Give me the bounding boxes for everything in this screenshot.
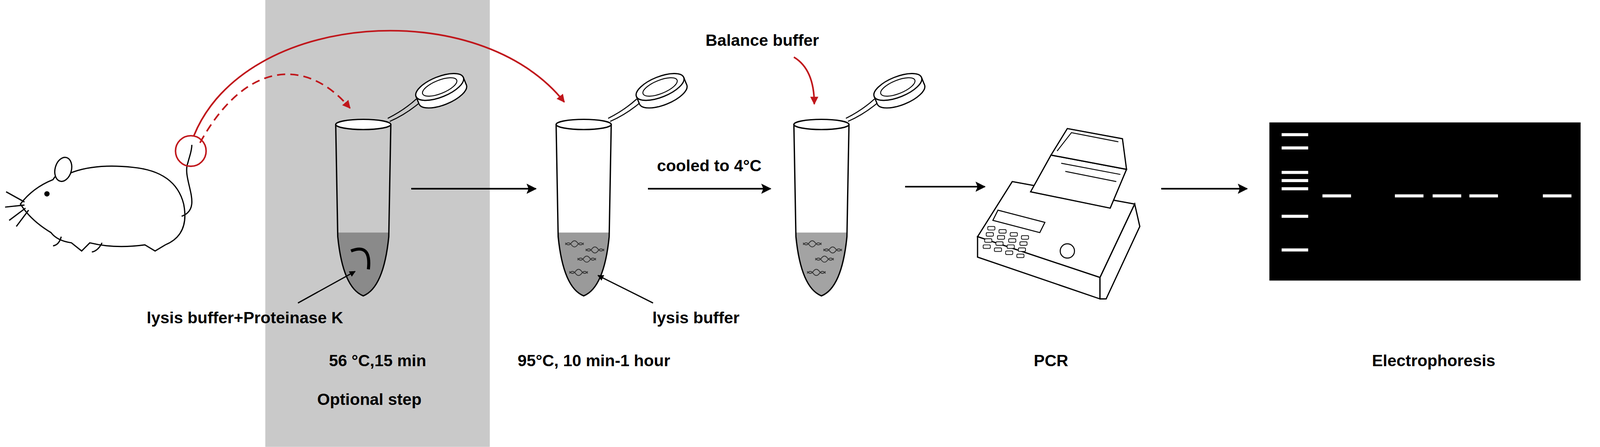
tube-lid (870, 67, 926, 106)
dna-strand (565, 240, 584, 248)
gel-image: Electrophoresis (1269, 122, 1581, 281)
sample-band (1469, 194, 1499, 198)
pcr-front (977, 236, 1100, 299)
tube-body (793, 124, 849, 296)
step-condition: 56 °C,15 min (328, 351, 426, 371)
reagent-label: lysis buffer (652, 309, 740, 328)
tube-shape: lysis buffer+Proteinase K (332, 114, 394, 298)
mouse-body (20, 166, 185, 252)
tube-body (556, 124, 612, 296)
ladder-band (1281, 179, 1309, 183)
ladder-band (1281, 215, 1309, 218)
node-outline (332, 114, 394, 298)
tube-liquid (337, 232, 389, 296)
pcr-button (994, 247, 1002, 252)
dna-strand (585, 247, 605, 254)
dna-strand (823, 247, 842, 254)
tube-lid (640, 73, 680, 100)
step-label: Electrophoresis (1372, 351, 1496, 371)
flow-arrow (647, 187, 771, 190)
ladder-band (1281, 146, 1309, 150)
mouse-eye (45, 191, 50, 196)
optional-band: lysis buffer+Proteinase K 56 °C,15 minOpt… (265, 0, 490, 447)
tube-shape: 95°C, 10 min-1 hourlysis buffer (552, 114, 615, 298)
buffer-arrow (793, 57, 815, 105)
dna-strand (802, 240, 822, 248)
node-outline (552, 114, 615, 298)
pcr-button (983, 245, 991, 249)
pcr-button (1020, 241, 1028, 246)
dna-strand (815, 256, 834, 263)
sample-band (1322, 194, 1352, 198)
tube-hinge (387, 99, 421, 122)
mouse-leg (52, 236, 103, 253)
reagent-label: lysis buffer+Proteinase K (146, 309, 343, 328)
tube-shape: Balance buffer (790, 114, 853, 298)
mouse-ear (52, 155, 75, 184)
leader-line (597, 275, 653, 303)
pcr-button (987, 226, 995, 231)
pcr-button (1016, 254, 1024, 258)
tube-liquid (795, 232, 847, 296)
step-note: Optional step (317, 390, 422, 410)
tube-lid (632, 67, 688, 106)
ladder-band (1281, 187, 1309, 190)
step-condition: 95°C, 10 min-1 hour (517, 351, 670, 371)
tube-rim (556, 119, 612, 130)
dna-strand (807, 269, 826, 276)
ladder-band (1281, 170, 1309, 174)
tail-piece (350, 249, 369, 270)
tube-rim (793, 119, 849, 130)
pcr-side (1100, 204, 1140, 300)
dna-strand (577, 256, 596, 263)
pcr-button (1018, 247, 1026, 252)
pcr-button (1010, 232, 1018, 237)
tube-rim (335, 119, 391, 130)
pcr-lid-detail (1057, 132, 1121, 182)
pcr-button (1005, 250, 1013, 255)
reagent-label: Balance buffer (705, 31, 819, 50)
pcr-button (1007, 245, 1015, 249)
pcr-button (999, 229, 1007, 234)
node-outline (1000, 127, 1145, 301)
pcr-machine: PCR (1000, 127, 1145, 301)
sample-band (1432, 194, 1462, 198)
pcr-button (1021, 235, 1029, 240)
sample-band (1542, 194, 1572, 198)
tube-lid (412, 67, 468, 106)
tube-hinge (845, 99, 879, 122)
pcr-button (1008, 238, 1016, 243)
flow-arrow (1161, 187, 1248, 190)
tube-liquid (558, 232, 610, 296)
mouse-tail (181, 145, 193, 217)
ladder-band (1281, 248, 1309, 252)
dna-strand (569, 269, 588, 276)
pcr-button (995, 241, 1003, 246)
step-label: PCR (1033, 351, 1069, 371)
pcr-button (997, 235, 1005, 240)
tube-body (335, 124, 391, 296)
pcr-button (986, 232, 994, 237)
pcr-button (984, 238, 992, 243)
pcr-knob (1060, 243, 1075, 258)
edge-label: cooled to 4°C (657, 157, 762, 176)
mouse-whiskers (5, 191, 29, 227)
mouse-figure (5, 145, 192, 253)
sample-band (1395, 194, 1424, 198)
ladder-band (1281, 133, 1309, 137)
flow-arrow (411, 187, 536, 190)
flow-arrow (905, 185, 985, 188)
node-outline (1269, 122, 1581, 281)
tube-hinge (608, 99, 641, 122)
tube-lid (878, 73, 918, 100)
node-outline (790, 114, 853, 298)
tube-lid (420, 73, 460, 100)
